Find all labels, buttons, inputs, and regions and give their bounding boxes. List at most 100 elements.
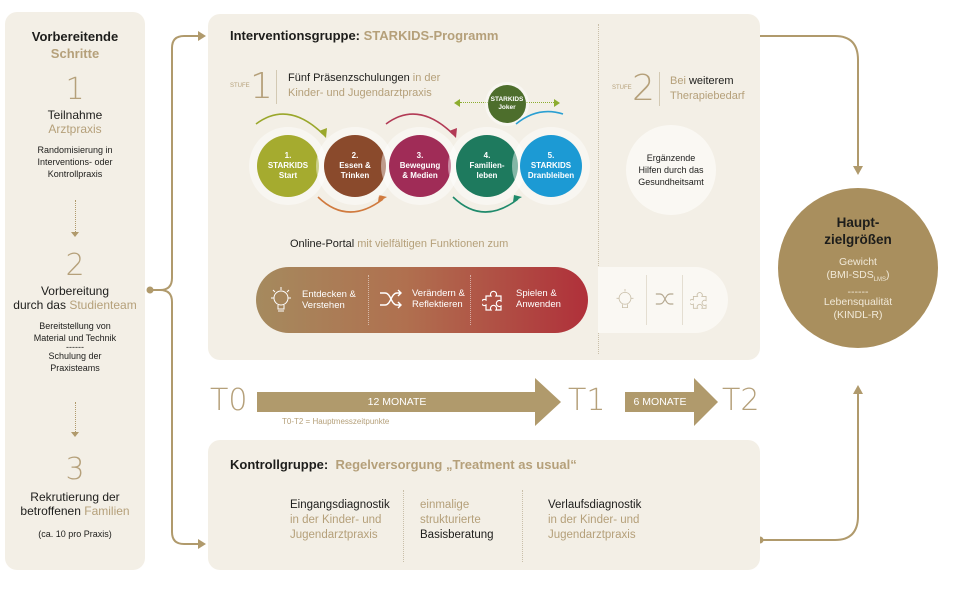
step-title-gold: Arztpraxis bbox=[48, 122, 102, 136]
control-col-consult: einmalige strukturierte Basisberatung bbox=[420, 498, 494, 543]
stufe2-title: weiterem bbox=[688, 75, 734, 87]
session-label: leben bbox=[476, 171, 498, 180]
online-portal-bar[interactable]: Entdecken &Verstehen Verändern &Reflekti… bbox=[256, 267, 588, 333]
col-title: Eingangsdiagnostik bbox=[290, 499, 390, 511]
joker-label: STARKIDS bbox=[490, 96, 524, 103]
session-label: STARKIDS bbox=[530, 161, 572, 170]
shuffle-icon bbox=[655, 293, 674, 305]
intervention-panel: Interventionsgruppe: STARKIDS-Programm S… bbox=[208, 14, 760, 360]
step-desc: (ca. 10 pro Praxis) bbox=[38, 529, 112, 539]
prep-step-2: 2 Vorbereitung durch das Studienteam Ber… bbox=[5, 250, 145, 374]
step-desc: Material und Technik bbox=[33, 333, 117, 343]
stufe-number: 2 bbox=[632, 68, 655, 109]
outcome-separator: ------ bbox=[847, 285, 869, 298]
portal-item-veraendern[interactable]: Verändern &Reflektieren bbox=[378, 287, 465, 311]
session-label: 1. bbox=[284, 151, 292, 160]
col-title: Basisberatung bbox=[420, 529, 494, 541]
step-desc: Bereitstellung von bbox=[39, 321, 111, 331]
session-label: Start bbox=[278, 171, 298, 180]
joker-line-left bbox=[460, 102, 494, 103]
preparation-panel: Vorbereitende Schritte 1 Teilnahme Arztp… bbox=[5, 12, 145, 570]
divider bbox=[276, 70, 277, 104]
divider bbox=[598, 24, 599, 354]
outcome-circle: Haupt- zielgrößen Gewicht (BMI-SDSLMS) -… bbox=[778, 188, 938, 348]
session-label: 4. bbox=[483, 151, 491, 160]
session-label: Essen & bbox=[339, 161, 371, 170]
timepoint-t1: T1 bbox=[568, 383, 606, 418]
portal-item-spielen[interactable]: Spielen &Anwenden bbox=[482, 286, 561, 312]
portal-item-label: Entdecken & bbox=[302, 289, 356, 300]
step-title-gold: Studienteam bbox=[69, 298, 137, 312]
portal-subtitle: mit vielfältigen Funktionen zum bbox=[357, 238, 509, 250]
lightbulb-icon bbox=[616, 289, 634, 309]
step-number: 2 bbox=[65, 248, 85, 283]
col-text: strukturierte bbox=[420, 514, 481, 526]
duration-label: 12 MONATE bbox=[367, 396, 427, 408]
session-label: Bewegung bbox=[399, 161, 441, 170]
stufe-label: STUFE bbox=[230, 83, 250, 89]
session-label: 5. bbox=[547, 151, 555, 160]
outcome-subscript: LMS bbox=[873, 277, 887, 284]
session-label: STARKIDS bbox=[267, 161, 309, 170]
stufe-label: STUFE bbox=[612, 85, 632, 91]
control-panel: Kontrollgruppe: Regelversorgung „Treatme… bbox=[208, 440, 760, 570]
col-text: Jugendarztpraxis bbox=[548, 529, 636, 541]
stufe-number: 1 bbox=[250, 66, 273, 107]
portal-item-label: Anwenden bbox=[516, 299, 561, 310]
outcome-title: Haupt- bbox=[836, 215, 880, 231]
portal-bar-stufe2 bbox=[598, 267, 728, 333]
session-circle-4[interactable]: 4.Familien-leben bbox=[456, 135, 518, 197]
step-title: Vorbereitung bbox=[40, 284, 110, 298]
divider bbox=[659, 72, 660, 106]
step-title: Rekrutierung der bbox=[30, 490, 120, 504]
arrow-down-icon bbox=[71, 232, 79, 237]
joker-label: Joker bbox=[498, 104, 516, 111]
step-desc: Kontrollpraxis bbox=[47, 169, 103, 179]
step-desc: ------ bbox=[66, 342, 84, 352]
step-number: 1 bbox=[65, 72, 85, 107]
step-desc: Interventions- oder bbox=[37, 157, 113, 167]
outcome-text: Lebensqualität bbox=[823, 295, 893, 308]
step-desc: Praxisteams bbox=[50, 363, 100, 373]
session-label: & Medien bbox=[402, 171, 438, 180]
outcome-title: zielgrößen bbox=[824, 232, 892, 248]
control-col-entry: Eingangsdiagnostik in der Kinder- und Ju… bbox=[290, 498, 390, 543]
stufe2-title-gold: Bei bbox=[670, 75, 686, 87]
session-arrows bbox=[255, 110, 564, 213]
timeline-note: T0-T2 = Hauptmesszeitpunkte bbox=[282, 417, 390, 426]
col-title: Verlaufsdiagnostik bbox=[548, 499, 642, 511]
step-desc: Randomisierung in bbox=[37, 145, 113, 155]
circle-text: Gesundheitsamt bbox=[638, 177, 704, 187]
col-text: in der Kinder- und bbox=[290, 514, 382, 526]
portal-item-entdecken[interactable]: Entdecken &Verstehen bbox=[268, 285, 356, 315]
dotted-arrow bbox=[75, 402, 76, 432]
col-text: einmalige bbox=[420, 499, 470, 511]
intervention-subtitle: STARKIDS-Programm bbox=[363, 28, 499, 43]
shuffle-icon bbox=[380, 289, 402, 309]
session-label: 3. bbox=[416, 151, 424, 160]
step-title: durch das bbox=[13, 298, 66, 312]
session-label: Familien- bbox=[469, 161, 505, 170]
session-circle-3[interactable]: 3.Bewegung& Medien bbox=[389, 135, 451, 197]
arrow-left-icon bbox=[454, 99, 460, 107]
timepoint-t2: T2 bbox=[722, 383, 760, 418]
step-title-gold: Familien bbox=[84, 504, 130, 518]
col-text: in der Kinder- und bbox=[548, 514, 640, 526]
session-circle-2[interactable]: 2.Essen &Trinken bbox=[324, 135, 386, 197]
arrow-right-icon bbox=[554, 99, 560, 107]
col-text: Jugendarztpraxis bbox=[290, 529, 378, 541]
session-label: Dranbleiben bbox=[527, 171, 575, 180]
portal-item-label: Reflektieren bbox=[412, 299, 463, 310]
stufe2-subtitle: Therapiebedarf bbox=[670, 90, 745, 102]
outcome-text: (KINDL-R) bbox=[833, 308, 883, 321]
intervention-title: Interventionsgruppe: bbox=[230, 28, 361, 43]
portal-item-label: Verstehen bbox=[302, 300, 345, 311]
timeline-segment-12: 12 MONATE bbox=[257, 392, 537, 412]
duration-label: 6 MONATE bbox=[633, 396, 687, 408]
control-col-progress: Verlaufsdiagnostik in der Kinder- und Ju… bbox=[548, 498, 641, 543]
